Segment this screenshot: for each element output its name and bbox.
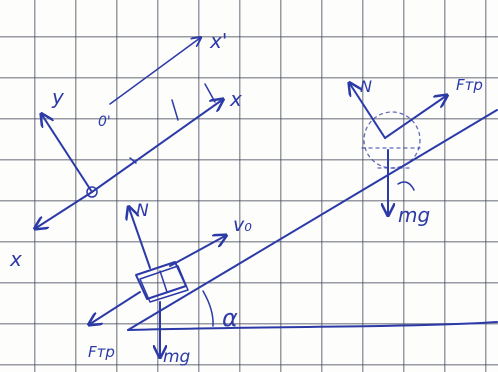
friction-arrow-right <box>384 96 446 139</box>
velocity-label: v₀ <box>233 214 252 236</box>
angle-arc <box>202 290 214 327</box>
x-prime-axis-arrow <box>109 38 200 105</box>
axis-x-prime-label: x' <box>209 29 227 53</box>
angle-mark-right <box>397 181 415 191</box>
axis-x-label: x <box>229 87 242 111</box>
axis-y-label: y <box>51 85 65 109</box>
coordinate-axes <box>36 38 222 228</box>
angle-label: α <box>222 304 238 332</box>
tick-1 <box>129 157 137 164</box>
y-axis-arrow <box>42 115 93 193</box>
gravity-label-right: mg <box>398 203 430 227</box>
tick-3 <box>204 83 216 103</box>
axis-x-label-lower: x <box>9 247 22 271</box>
normal-force-label-left: N <box>136 201 149 221</box>
free-body-diagram-right <box>350 84 446 214</box>
friction-label-right: Fтр <box>456 76 483 94</box>
ground-line <box>127 321 498 331</box>
x-axis-arrow <box>91 100 222 193</box>
friction-label-left: Fтр <box>88 343 115 361</box>
velocity-arrow <box>169 236 225 267</box>
gravity-label-left: mg <box>163 347 191 367</box>
x-axis-arrow-lower <box>36 191 93 228</box>
normal-force-label-right: N <box>360 77 372 96</box>
tick-2 <box>171 99 179 121</box>
block <box>135 261 189 303</box>
origin-label: 0' <box>98 114 111 130</box>
incline-line <box>127 109 498 331</box>
normal-force-arrow-right <box>350 84 386 139</box>
friction-arrow-left <box>90 291 141 324</box>
normal-force-arrow-left <box>129 208 151 269</box>
origin-point <box>86 186 98 198</box>
